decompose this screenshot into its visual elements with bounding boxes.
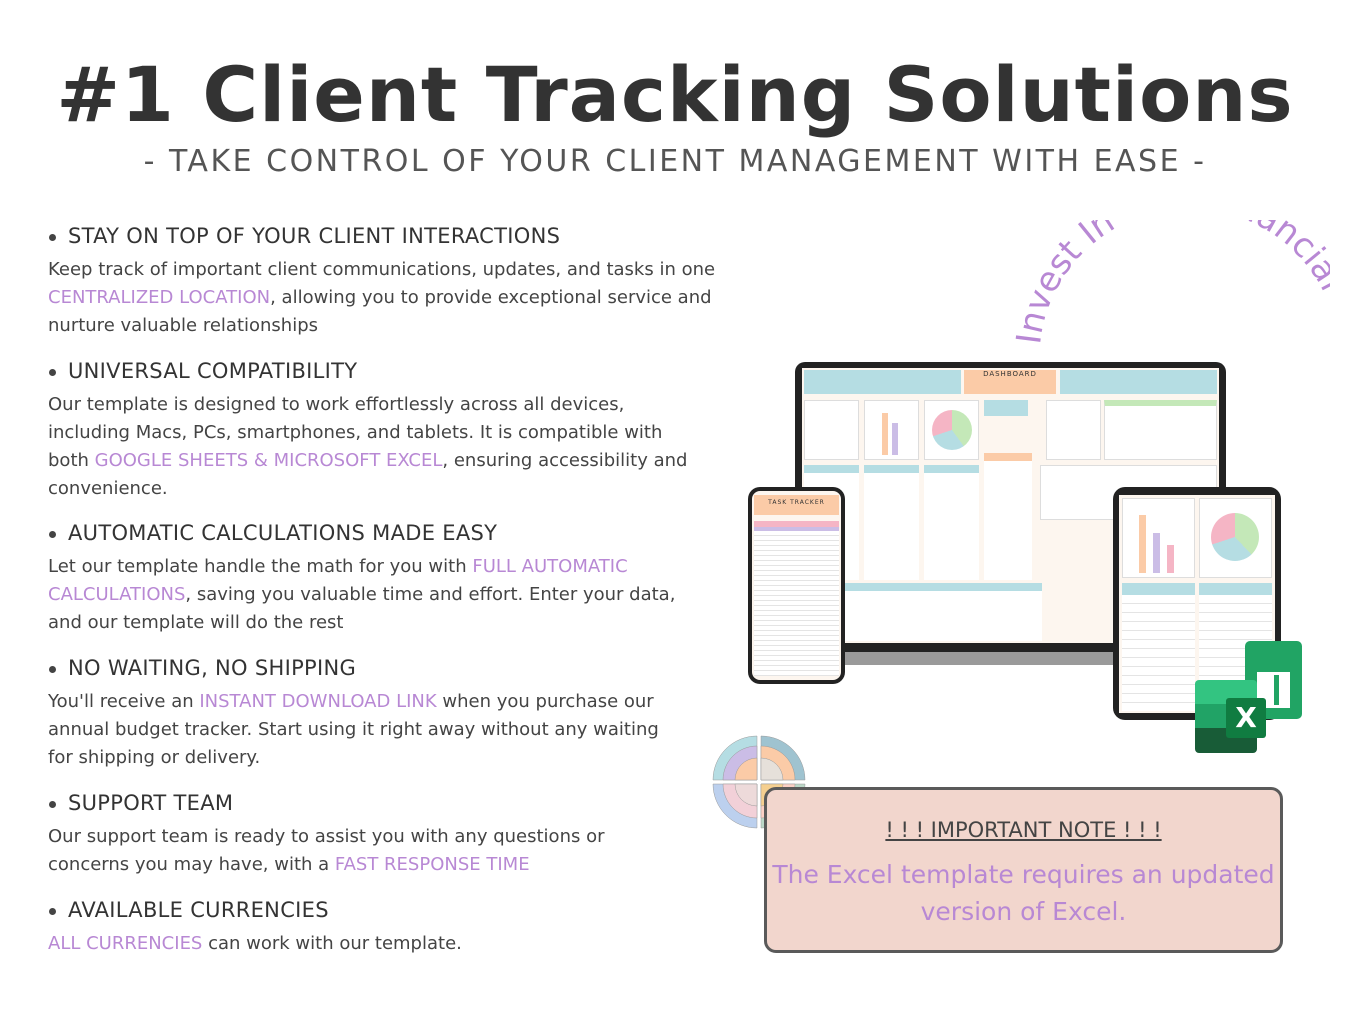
bar bbox=[1139, 515, 1146, 573]
text: Our template is designed to work effortl… bbox=[48, 394, 663, 471]
list-card bbox=[1122, 583, 1195, 711]
feature-body: Our template is designed to work effortl… bbox=[48, 391, 698, 503]
dash-panel bbox=[804, 370, 961, 394]
text: Keep track of important client communica… bbox=[48, 259, 716, 280]
feature-client-interactions: STAY ON TOP OF YOUR CLIENT INTERACTIONS … bbox=[48, 224, 758, 340]
highlight: ALL CURRENCIES bbox=[48, 933, 203, 954]
sheets-grid bbox=[1257, 672, 1290, 708]
phone-mockup: TASK TRACKER bbox=[748, 487, 845, 684]
highlight: INSTANT DOWNLOAD LINK bbox=[199, 691, 437, 712]
date-card bbox=[984, 400, 1028, 416]
feature-heading: SUPPORT TEAM bbox=[49, 791, 648, 815]
text: , ensuring accessibility and convenience… bbox=[48, 450, 688, 499]
feature-heading: AUTOMATIC CALCULATIONS MADE EASY bbox=[49, 521, 678, 545]
list-card bbox=[864, 465, 919, 580]
bar bbox=[1153, 533, 1160, 573]
chart-card bbox=[864, 400, 919, 460]
text: Our support team is ready to assist you … bbox=[48, 826, 605, 875]
text: , saving you valuable time and effort. E… bbox=[48, 584, 676, 633]
feature-heading: AVAILABLE CURRENCIES bbox=[49, 898, 758, 922]
task-tracker-title: TASK TRACKER bbox=[754, 495, 839, 515]
table-header bbox=[754, 527, 839, 531]
feature-compatibility: UNIVERSAL COMPATIBILITY Our template is … bbox=[48, 359, 698, 503]
tasks-table bbox=[1104, 400, 1217, 460]
feature-heading: UNIVERSAL COMPATIBILITY bbox=[49, 359, 698, 383]
table-rows bbox=[754, 531, 839, 676]
note-body: The Excel template requires an updated v… bbox=[772, 860, 1275, 926]
text: when you purchase our annual budget trac… bbox=[48, 691, 659, 768]
feature-currencies: AVAILABLE CURRENCIES ALL CURRENCIES can … bbox=[48, 898, 758, 958]
text: You'll receive an bbox=[48, 691, 200, 712]
bar bbox=[1167, 545, 1174, 573]
text: can work with our template. bbox=[202, 933, 462, 954]
note-heading: ! ! ! IMPORTANT NOTE ! ! ! bbox=[885, 818, 1162, 842]
pie bbox=[1211, 513, 1259, 561]
timeline-card bbox=[984, 453, 1032, 580]
highlight: FAST RESPONSE TIME bbox=[334, 854, 530, 875]
chart-card bbox=[804, 400, 859, 460]
feature-calculations: AUTOMATIC CALCULATIONS MADE EASY Let our… bbox=[48, 521, 678, 637]
table-header bbox=[754, 521, 839, 527]
highlight: GOOGLE SHEETS & MICROSOFT EXCEL bbox=[94, 450, 443, 471]
bar bbox=[882, 413, 888, 455]
feature-body: Keep track of important client communica… bbox=[48, 256, 758, 340]
important-note-box: ! ! ! IMPORTANT NOTE ! ! ! The Excel tem… bbox=[764, 787, 1283, 953]
feature-no-shipping: NO WAITING, NO SHIPPING You'll receive a… bbox=[48, 656, 668, 772]
feature-body: Let our template handle the math for you… bbox=[48, 553, 678, 637]
dash-panel bbox=[1060, 370, 1217, 394]
laptop-screen: DASHBOARD bbox=[802, 368, 1219, 643]
list-card bbox=[924, 465, 979, 580]
highlight: FULL AUTOMATIC CALCULATIONS bbox=[48, 556, 628, 605]
excel-x: X bbox=[1226, 698, 1266, 738]
page-title: #1 Client Tracking Solutions bbox=[56, 50, 1294, 139]
phone-screen: TASK TRACKER bbox=[752, 491, 841, 680]
text: , allowing you to provide exceptional se… bbox=[48, 287, 712, 336]
feature-support: SUPPORT TEAM Our support team is ready t… bbox=[48, 791, 648, 879]
text: Let our template handle the math for you… bbox=[48, 556, 473, 577]
feature-body: ALL CURRENCIES can work with our templat… bbox=[48, 930, 758, 958]
page-subtitle: - TAKE CONTROL OF YOUR CLIENT MANAGEMENT… bbox=[143, 144, 1207, 179]
feature-heading: STAY ON TOP OF YOUR CLIENT INTERACTIONS bbox=[49, 224, 758, 248]
feature-heading: NO WAITING, NO SHIPPING bbox=[49, 656, 668, 680]
feature-body: You'll receive an INSTANT DOWNLOAD LINK … bbox=[48, 688, 668, 772]
dashboard-title: DASHBOARD bbox=[964, 370, 1056, 394]
pie bbox=[932, 410, 972, 450]
chart-card bbox=[1046, 400, 1101, 460]
feature-body: Our support team is ready to assist you … bbox=[48, 823, 648, 879]
bar bbox=[892, 423, 898, 455]
highlight: CENTRALIZED LOCATION bbox=[48, 287, 271, 308]
